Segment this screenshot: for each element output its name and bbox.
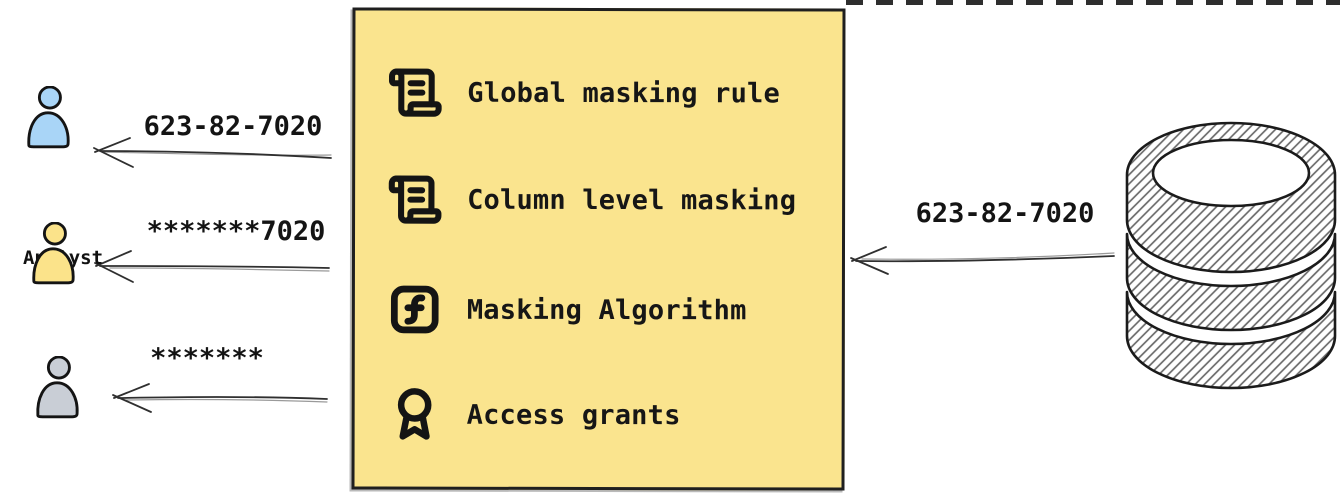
rule-global-masking: Global masking rule: [385, 61, 780, 126]
arrow-to-analyst: [93, 137, 332, 168]
support-received-value: *******7020: [146, 216, 326, 247]
rule-column-masking: Column level masking: [385, 168, 796, 233]
arrow-from-database: [850, 246, 1115, 275]
rule-label: Column level masking: [467, 184, 797, 216]
rule-access-grants: Access grants: [385, 383, 681, 448]
scroll-text-icon: [385, 170, 445, 230]
function-square-icon: [385, 280, 445, 340]
masking-rules-box: Global masking rule Column level masking: [351, 7, 846, 491]
clipped-dashed-border: [846, 0, 1340, 5]
support-person-icon: Support: [21, 221, 85, 289]
award-icon: [385, 385, 445, 445]
rule-label: Masking Algorithm: [466, 294, 747, 326]
rule-masking-algorithm: Masking Algorithm: [385, 278, 747, 343]
arrow-to-developer: [112, 383, 328, 413]
rule-label: Access grants: [466, 399, 681, 431]
analyst-received-value: 623-82-7020: [143, 111, 323, 142]
scroll-text-icon: [385, 63, 445, 123]
database-icon: [1125, 121, 1337, 390]
database-sent-value: 623-82-7020: [915, 198, 1095, 229]
developer-person-icon: Developer: [25, 355, 89, 423]
rule-label: Global masking rule: [467, 77, 781, 109]
analyst-person-icon: Analyst: [16, 85, 103, 269]
developer-received-value: *******: [150, 343, 264, 374]
